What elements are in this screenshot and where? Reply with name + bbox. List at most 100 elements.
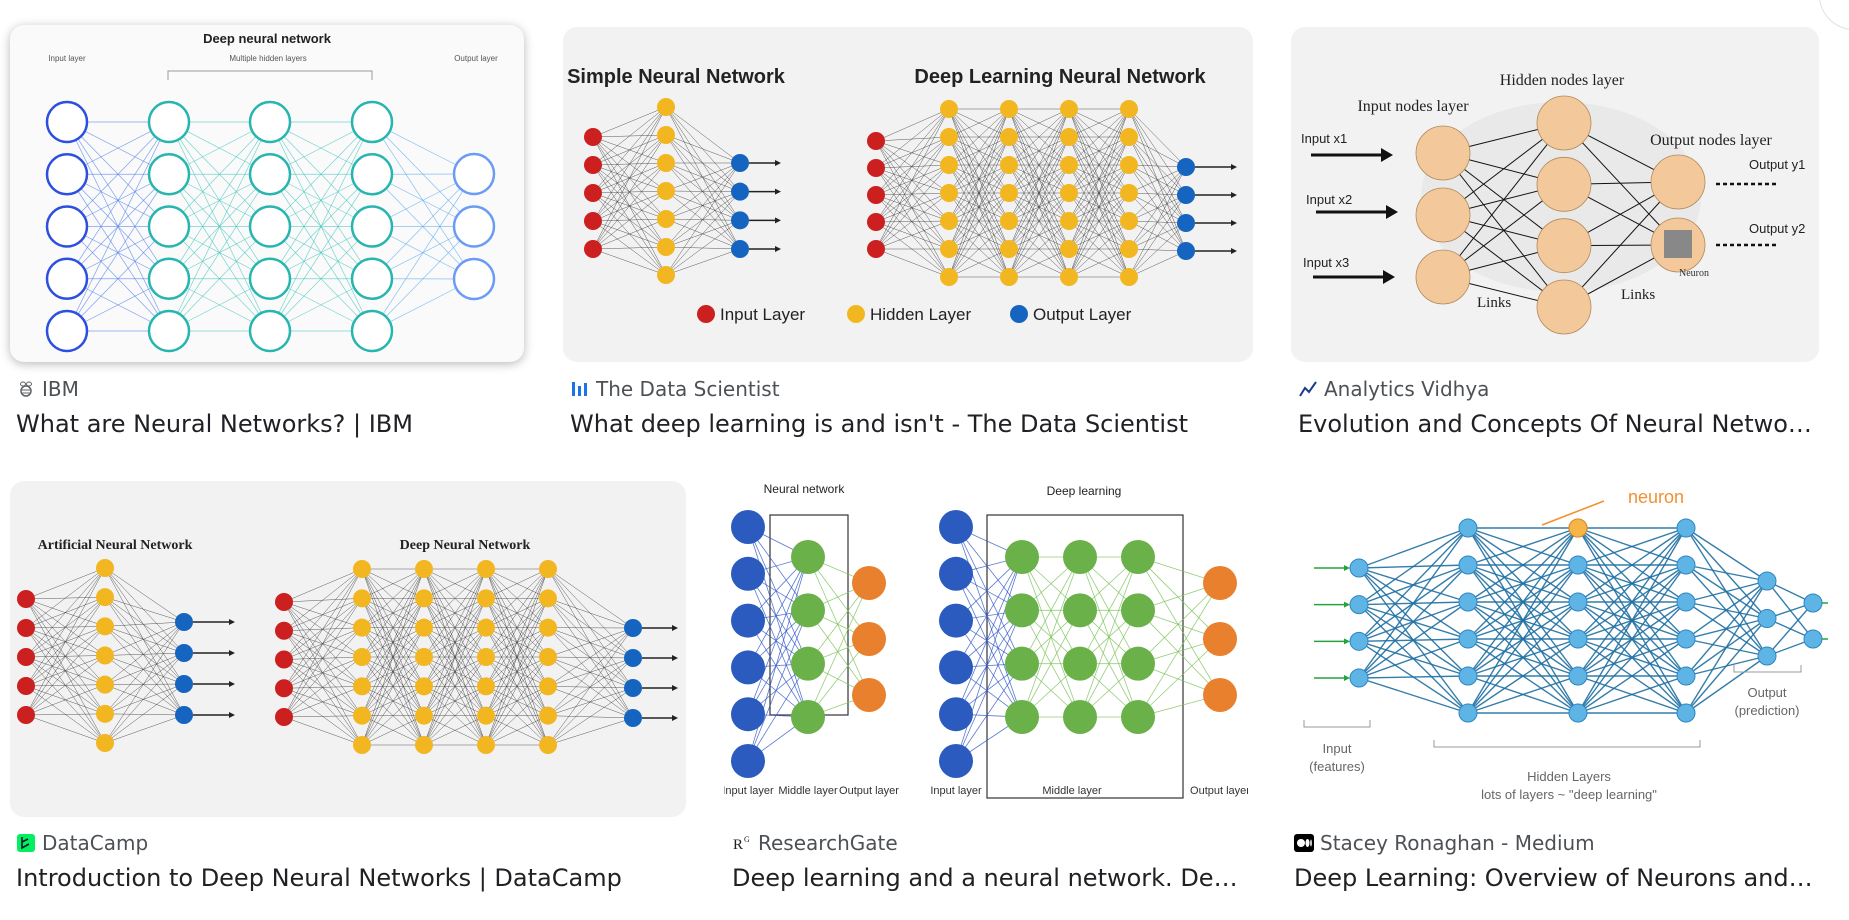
network-node (1120, 156, 1138, 174)
network-node (17, 677, 35, 695)
image-label: Output nodes layer (1650, 132, 1772, 149)
network-node (477, 706, 495, 725)
network-node (1536, 156, 1592, 212)
source-name: DataCamp (42, 831, 149, 855)
network-node (477, 560, 495, 578)
result-thumbnail[interactable]: Deep neural network Input layer Multiple… (10, 25, 524, 362)
network-node (1060, 212, 1078, 230)
network-node (17, 590, 35, 608)
network-node (248, 309, 292, 353)
network-node (96, 704, 114, 723)
network-node (657, 238, 675, 256)
network-node (1005, 700, 1039, 734)
network-node (852, 622, 886, 656)
network-node (1000, 240, 1018, 258)
network-node (353, 618, 371, 637)
network-node (939, 510, 973, 544)
legend-label: Input Layer (720, 305, 805, 324)
network-node (657, 98, 675, 116)
network-node (731, 650, 765, 685)
network-node (1349, 558, 1369, 578)
network-node (353, 648, 371, 666)
network-node (1458, 555, 1478, 575)
network-node (584, 240, 602, 258)
image-heading: Deep Neural Network (400, 538, 531, 553)
network-node (584, 156, 602, 174)
network-node (939, 744, 973, 778)
network-node (657, 266, 675, 284)
result-thumbnail[interactable]: Artificial Neural Network Deep Neural Ne… (10, 481, 686, 817)
network-node (1458, 703, 1478, 723)
network-node (1458, 666, 1478, 686)
image-label: Output (1747, 685, 1786, 700)
neural-network-image: Simple Neural Network Deep Learning Neur… (567, 66, 1237, 324)
result-thumbnail[interactable]: Simple Neural Network Deep Learning Neur… (563, 27, 1253, 362)
trend-line-icon (1298, 379, 1318, 399)
image-heading: Simple Neural Network (567, 66, 786, 88)
result-title[interactable]: Deep Learning: Overview of Neurons and A… (1294, 864, 1814, 892)
network-node (415, 706, 433, 725)
network-node (275, 650, 293, 669)
network-node (1120, 240, 1138, 258)
result-thumbnail[interactable]: Input nodes layer Hidden nodes layer Out… (1291, 27, 1819, 362)
network-node (1676, 629, 1696, 649)
network-node (96, 617, 114, 636)
network-node (1415, 249, 1471, 305)
image-label: Links (1621, 287, 1655, 303)
result-title[interactable]: What deep learning is and isn't - The Da… (570, 410, 1189, 438)
image-heading: Artificial Neural Network (38, 538, 193, 553)
network-node (17, 706, 35, 724)
network-node (147, 153, 191, 196)
network-node (45, 257, 89, 300)
network-node (1803, 629, 1823, 649)
image-label: Input nodes layer (1357, 98, 1469, 115)
network-node (1120, 128, 1138, 146)
network-node (477, 736, 495, 754)
network-node (1757, 571, 1777, 591)
network-node (624, 679, 642, 697)
network-node (1005, 540, 1039, 574)
result-title[interactable]: What are Neural Networks? | IBM (16, 410, 413, 438)
image-label: Middle layer (1042, 785, 1102, 797)
network-node (1060, 268, 1078, 286)
result-title[interactable]: Evolution and Concepts Of Neural Network… (1298, 410, 1818, 438)
result-thumbnail[interactable]: neuron Input (features) Hidden Layers lo… (1286, 481, 1828, 817)
result-source[interactable]: Analytics Vidhya (1298, 377, 1489, 401)
network-node (248, 205, 292, 248)
network-node (1676, 592, 1696, 612)
result-title[interactable]: Deep learning and a neural network. Deep… (732, 864, 1240, 892)
result-source[interactable]: Stacey Ronaghan - Medium (1294, 831, 1595, 855)
network-node (584, 184, 602, 202)
image-label: lots of layers ~ "deep learning" (1481, 787, 1657, 802)
network-node (1536, 279, 1592, 335)
network-node (584, 128, 602, 146)
network-node (96, 675, 114, 694)
image-heading: Deep Learning Neural Network (914, 66, 1206, 88)
network-node (1120, 212, 1138, 230)
result-source[interactable]: The Data Scientist (570, 377, 780, 401)
result-title[interactable]: Introduction to Deep Neural Networks | D… (16, 864, 622, 892)
network-node (17, 619, 35, 637)
network-node (1458, 629, 1478, 649)
result-source[interactable]: DataCamp (16, 831, 148, 855)
network-node (1000, 212, 1018, 230)
network-node (731, 697, 765, 732)
network-node (791, 700, 825, 734)
network-node (539, 560, 557, 578)
image-label: Neuron (1679, 268, 1709, 279)
result-thumbnail[interactable]: Neural network Deep learning Input layer… (724, 481, 1248, 817)
result-source[interactable]: IBM (16, 377, 79, 401)
network-node (96, 734, 114, 752)
network-node (1063, 540, 1097, 574)
network-node (1203, 566, 1237, 600)
image-label: Hidden nodes layer (1500, 72, 1625, 89)
network-node (791, 540, 825, 574)
network-node (147, 257, 191, 300)
network-node (731, 744, 765, 778)
network-node (1121, 646, 1155, 681)
datacamp-icon (16, 833, 36, 853)
network-node (867, 213, 885, 231)
network-node (353, 560, 371, 578)
